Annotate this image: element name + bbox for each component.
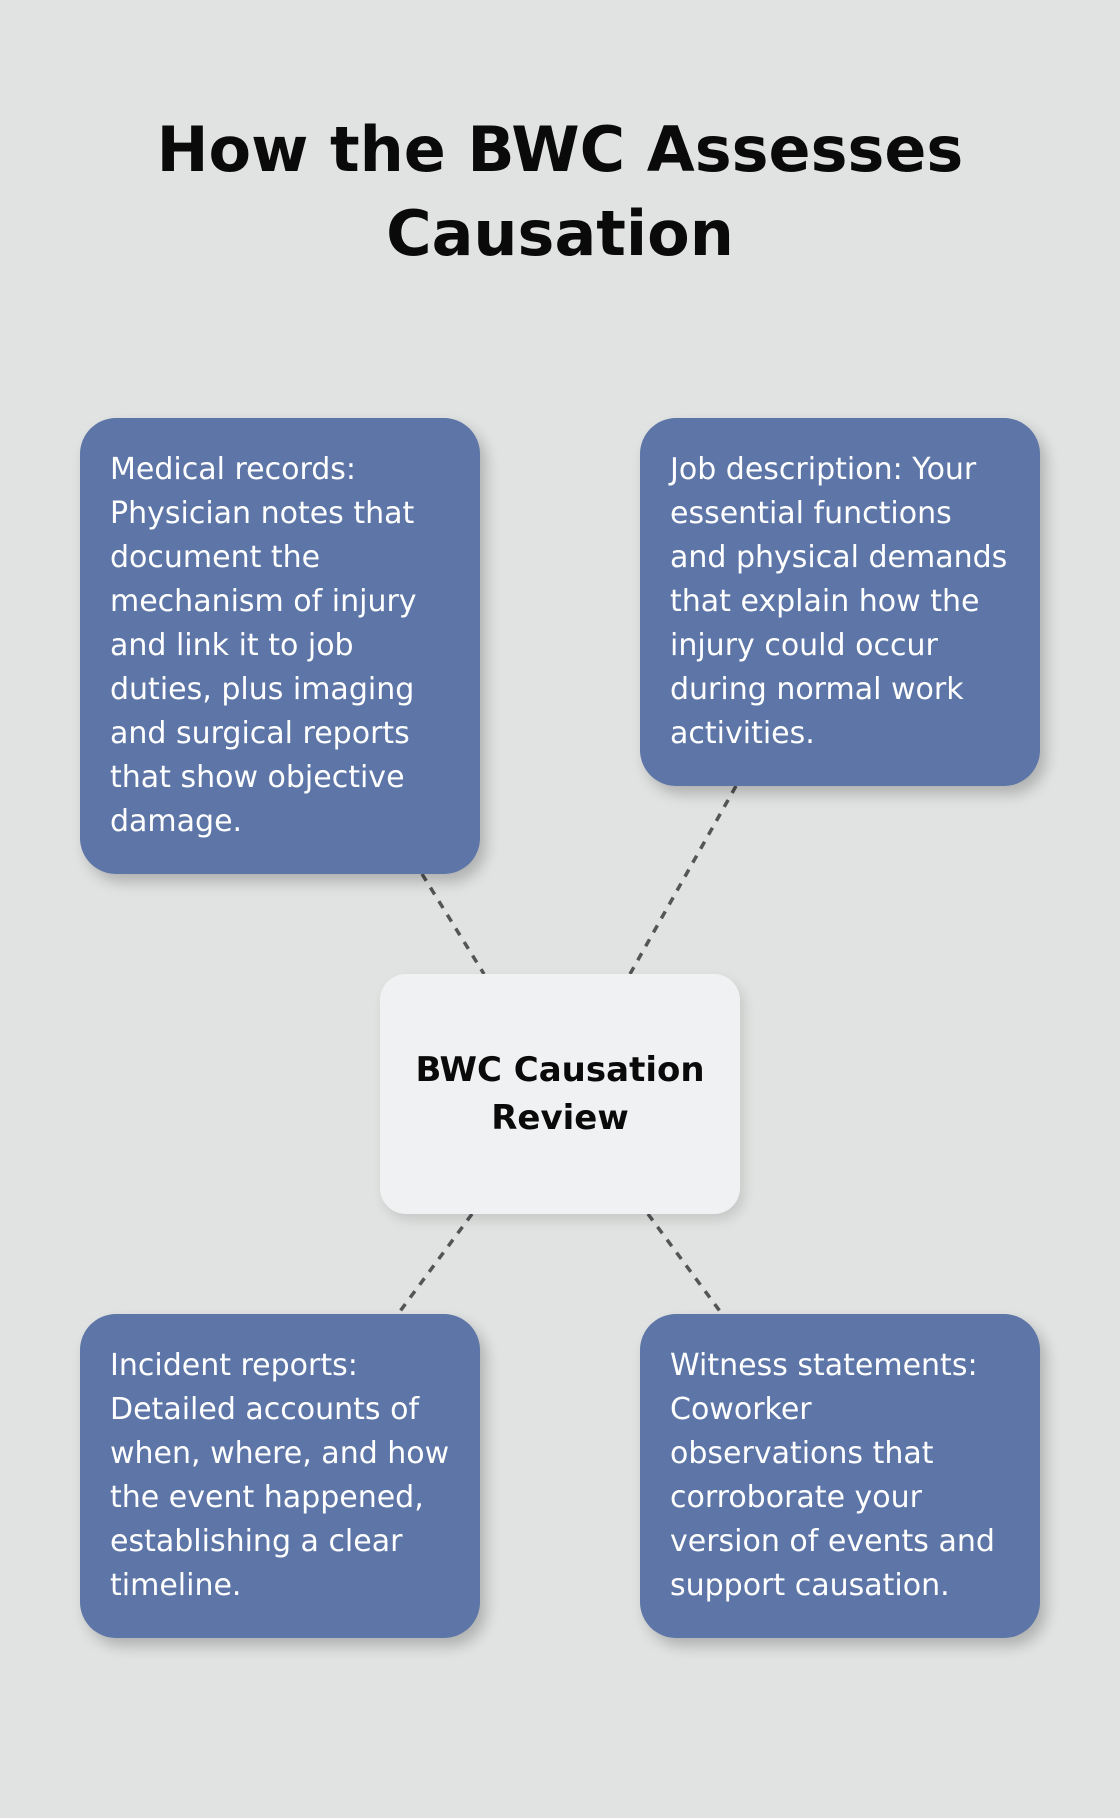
- page-title: How the BWC Assesses Causation: [156, 113, 964, 270]
- connector-medical: [420, 873, 486, 975]
- connector-job: [628, 785, 738, 975]
- center-node-label: BWC Causation Review: [415, 1050, 705, 1138]
- card-witness-statements: Witness statements: Coworker observation…: [640, 1314, 1040, 1638]
- center-node: BWC Causation Review: [380, 974, 740, 1214]
- connector-incident: [396, 1212, 474, 1316]
- card-incident-reports: Incident reports: Detailed accounts of w…: [80, 1314, 480, 1638]
- connector-witness: [646, 1212, 724, 1316]
- card-medical-records: Medical records: Physician notes that do…: [80, 418, 480, 874]
- card-job-description: Job description: Your essential function…: [640, 418, 1040, 786]
